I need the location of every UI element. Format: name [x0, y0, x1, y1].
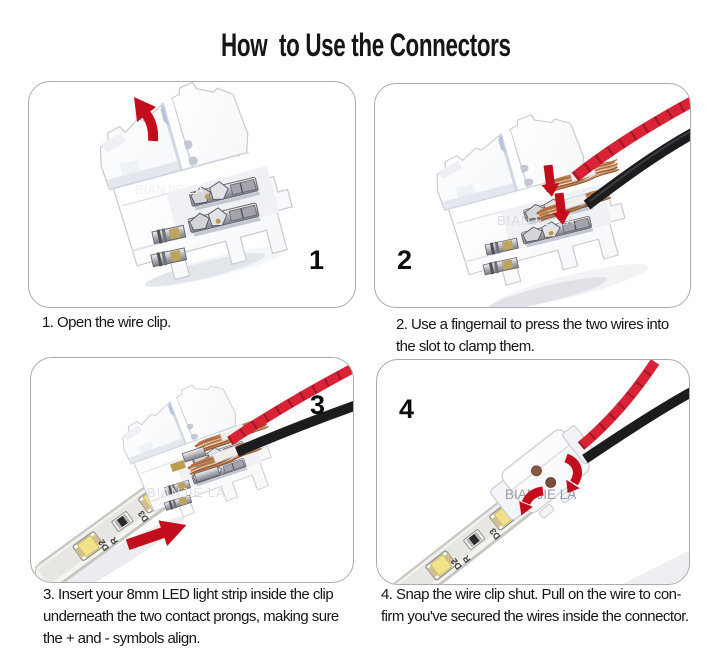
svg-text:BIANJIE LA: BIANJIE LA	[497, 213, 576, 228]
svg-text:BIANJIE LA: BIANJIE LA	[135, 182, 204, 197]
svg-text:BIANJIE LA: BIANJIE LA	[147, 485, 226, 500]
